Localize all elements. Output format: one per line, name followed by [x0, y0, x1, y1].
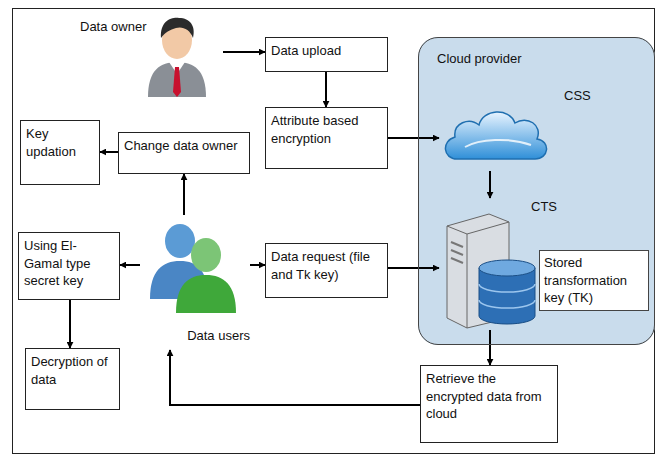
node-label: CSS	[564, 87, 591, 105]
node-label: Cloud provider	[437, 50, 522, 68]
process-box: Using El-Gamal type secret key	[18, 232, 120, 300]
flow-arrow	[170, 350, 420, 405]
node-label: Using El-Gamal type secret key	[24, 237, 114, 290]
node-label: Data request (file and Tk key)	[271, 248, 382, 283]
flow-arrow	[388, 267, 439, 269]
process-box: Data upload	[265, 37, 388, 72]
cloud-icon	[439, 101, 554, 169]
node-label: Data upload	[271, 42, 382, 60]
component-node: CSS	[439, 83, 604, 171]
flow-arrow	[250, 264, 265, 266]
component-node: CTS Stored transformation key (TK)	[439, 198, 654, 330]
flow-arrow	[183, 174, 185, 215]
panel-fill	[418, 37, 655, 345]
cloud-panel: Cloud providerCSS CTS Stored transformatio…	[418, 37, 655, 345]
flow-arrow	[223, 51, 265, 53]
node-label: Stored transformation key (TK)	[539, 250, 649, 311]
node-label: Data users	[187, 327, 250, 345]
node-label: Decryption of data	[31, 353, 114, 388]
server-database-icon	[439, 212, 539, 330]
node-label: Data owner	[80, 18, 146, 36]
flow-arrow	[120, 264, 140, 266]
node-label: Key updation	[26, 125, 94, 160]
node-label: Attribute based encryption	[271, 112, 382, 147]
person-icon	[136, 12, 218, 97]
node-label: CTS	[531, 198, 557, 216]
process-box: Data request (file and Tk key)	[265, 243, 388, 298]
node-label: Change data owner	[124, 137, 244, 155]
flow-arrow	[489, 171, 491, 198]
flow-arrow	[325, 72, 327, 107]
node-label: Retrieve the encrypted data from cloud	[426, 370, 552, 423]
flow-arrow	[100, 151, 118, 153]
process-box: Attribute based encryption	[265, 107, 388, 169]
process-box: Key updation	[20, 120, 100, 185]
process-box: Change data owner	[118, 132, 250, 174]
flow-arrow	[388, 137, 439, 139]
process-box: Retrieve the encrypted data from cloud	[420, 365, 558, 443]
flow-arrow	[489, 330, 491, 365]
flow-arrow	[69, 300, 71, 348]
actor-node: Data users	[140, 215, 250, 350]
process-box: Decryption of data	[25, 348, 120, 410]
users-icon	[140, 215, 250, 315]
actor-node: Data owner	[78, 12, 223, 97]
